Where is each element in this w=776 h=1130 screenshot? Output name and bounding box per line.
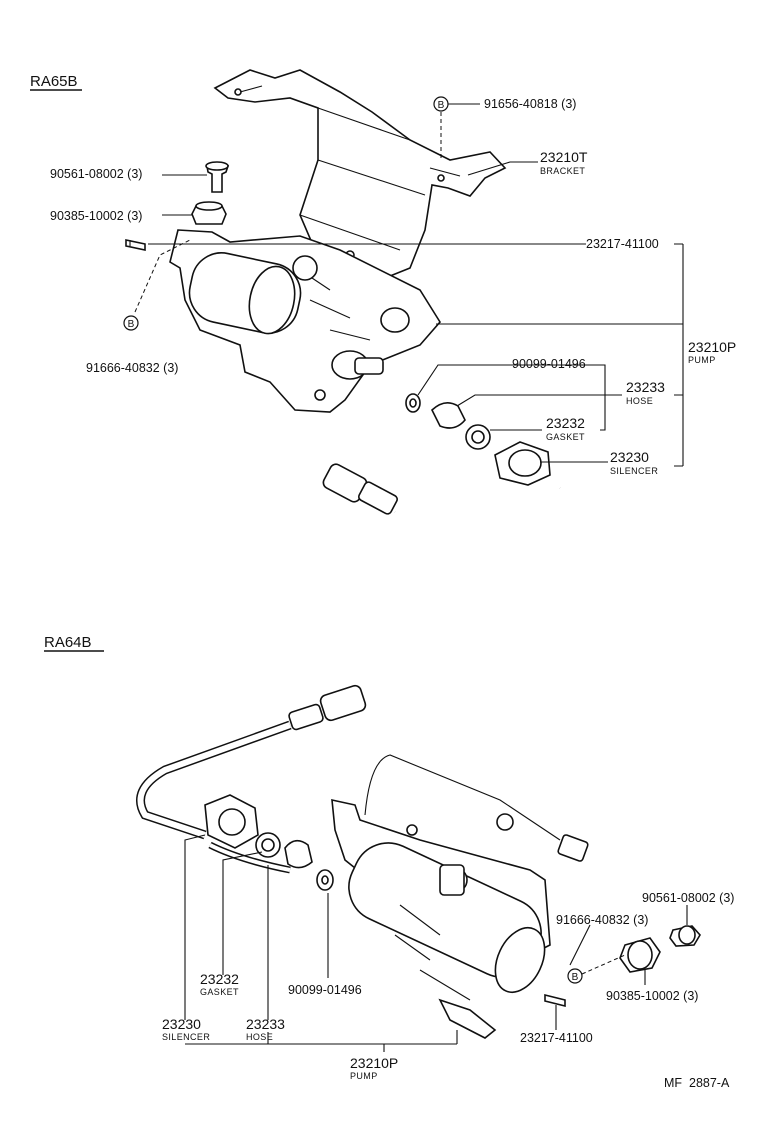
fuel-line-ra64b xyxy=(136,684,367,840)
callout-b-ra64b xyxy=(567,968,583,984)
label-23233: 23233 xyxy=(626,379,665,395)
label-gasket: GASKET xyxy=(546,432,585,442)
label-hose-ra64b: HOSE xyxy=(246,1032,273,1042)
label-90561-08002-ra64b: 90561-08002 (3) xyxy=(642,891,734,905)
label-pump-ra64b: PUMP xyxy=(350,1071,378,1081)
section-title-ra65b: RA65B xyxy=(30,73,78,90)
label-90385-10002: 90385-10002 (3) xyxy=(50,209,142,223)
screw-part-ra64b xyxy=(544,993,566,1008)
label-90099-01496-ra64b: 90099-01496 xyxy=(288,983,362,997)
label-pump: PUMP xyxy=(688,355,716,365)
section-ra64b: RA64B xyxy=(44,634,734,1081)
section-ra65b: RA65B xyxy=(30,69,736,564)
svg-text:B: B xyxy=(128,319,135,330)
pump-assembly xyxy=(169,229,441,413)
gasket-part xyxy=(465,424,491,450)
gasket-part-ra64b xyxy=(255,832,281,858)
label-gasket-ra64b: GASKET xyxy=(200,987,239,997)
label-23230: 23230 xyxy=(610,449,649,465)
pump-part-ra64b xyxy=(348,842,546,1039)
label-91656-40818: 91656-40818 (3) xyxy=(484,97,576,111)
silencer-part-ra64b xyxy=(204,794,259,849)
cushion-part xyxy=(191,201,227,225)
label-bracket: BRACKET xyxy=(540,166,585,176)
label-silencer: SILENCER xyxy=(610,466,658,476)
label-23232: 23232 xyxy=(546,415,585,431)
label-23210p-ra64b: 23210P xyxy=(350,1055,398,1071)
label-23232-ra64b: 23232 xyxy=(200,971,239,987)
label-23217-41100-ra64b: 23217-41100 xyxy=(520,1031,593,1045)
hose-part-ra64b xyxy=(208,839,313,874)
washer-part-ra64b xyxy=(316,869,334,891)
cushion-part-ra64b xyxy=(619,937,661,973)
label-91666-40832: 91666-40832 (3) xyxy=(86,361,178,375)
label-23210t: 23210T xyxy=(540,149,588,165)
label-silencer-ra64b: SILENCER xyxy=(162,1032,210,1042)
label-90385-10002-ra64b: 90385-10002 (3) xyxy=(606,989,698,1003)
silencer-part xyxy=(494,441,551,486)
hose-part xyxy=(431,402,466,429)
callout-b-left xyxy=(123,315,139,331)
figure-code: MF 2887-A xyxy=(664,1076,730,1090)
label-hose: HOSE xyxy=(626,396,653,406)
label-23230-ra64b: 23230 xyxy=(162,1016,201,1032)
screw-part xyxy=(125,239,146,251)
washer-part xyxy=(405,393,421,413)
section-title-ra64b: RA64B xyxy=(44,634,92,651)
label-90561-08002: 90561-08002 (3) xyxy=(50,167,142,181)
fuel-line xyxy=(322,463,580,564)
label-23210p: 23210P xyxy=(688,339,736,355)
label-23233-ra64b: 23233 xyxy=(246,1016,285,1032)
collar-part xyxy=(205,161,230,193)
collar-part-ra64b xyxy=(669,925,701,947)
label-91666-40832-ra64b: 91666-40832 (3) xyxy=(556,913,648,927)
label-23217-41100: 23217-41100 xyxy=(586,237,659,251)
svg-text:B: B xyxy=(438,100,445,111)
svg-text:B: B xyxy=(572,972,579,983)
label-90099-01496: 90099-01496 xyxy=(512,357,586,371)
